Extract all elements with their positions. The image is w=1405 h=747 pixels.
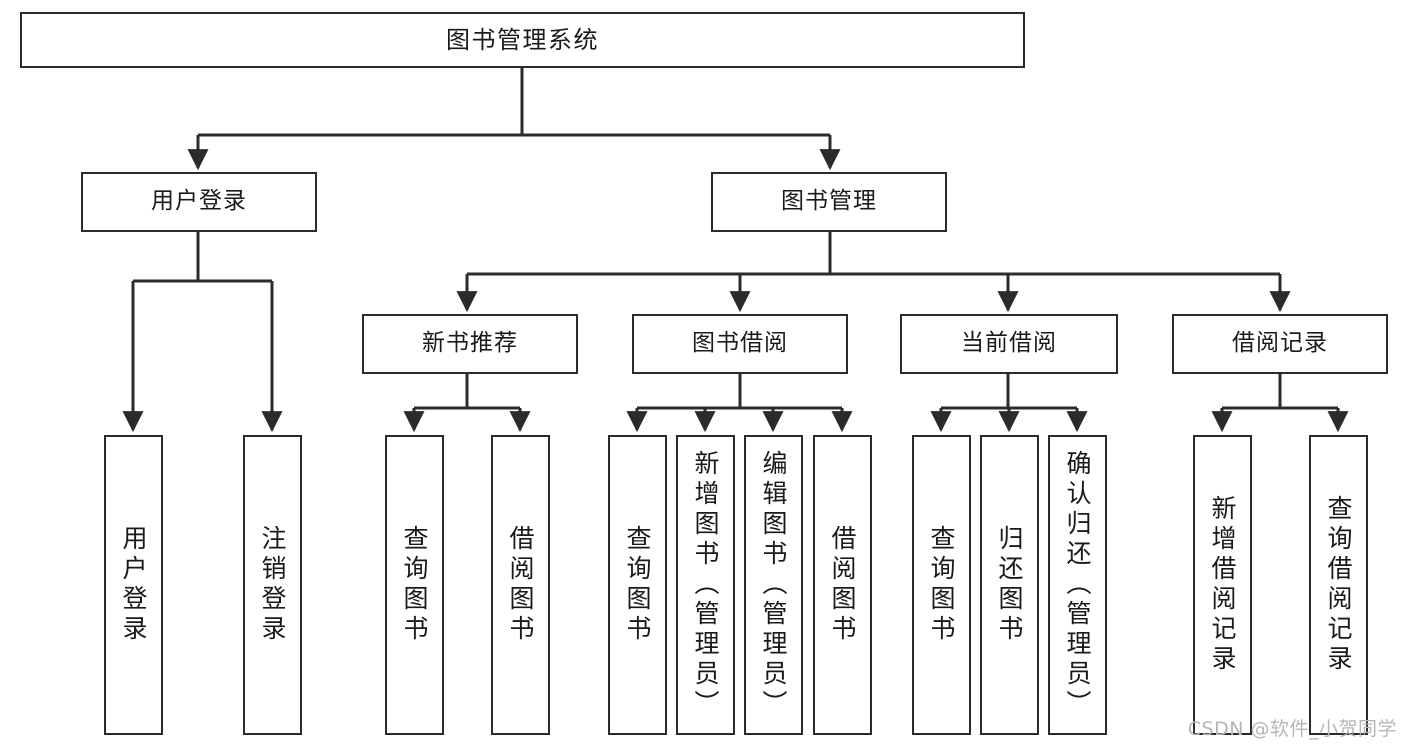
node-book-management-label: 图书管理	[781, 188, 877, 215]
node-leaf-return-book[interactable]: 归还图书	[980, 435, 1039, 735]
node-leaf-borrow-book-2-label: 借阅图书	[828, 525, 857, 645]
node-book-borrow[interactable]: 图书借阅	[632, 314, 848, 374]
node-leaf-add-record-label: 新增借阅记录	[1208, 495, 1237, 675]
node-leaf-user-login[interactable]: 用户登录	[104, 435, 163, 735]
node-book-management[interactable]: 图书管理	[711, 172, 947, 232]
node-leaf-query-record-label: 查询借阅记录	[1324, 495, 1353, 675]
node-root-label: 图书管理系统	[446, 25, 599, 54]
node-leaf-add-record[interactable]: 新增借阅记录	[1193, 435, 1252, 735]
node-leaf-add-book-label: 新增图书（管理员）	[691, 450, 720, 720]
node-leaf-logout[interactable]: 注销登录	[243, 435, 302, 735]
node-user-login[interactable]: 用户登录	[81, 172, 317, 232]
node-leaf-confirm-return-label: 确认归还（管理员）	[1063, 450, 1092, 720]
node-new-book-recommend[interactable]: 新书推荐	[362, 314, 578, 374]
node-leaf-borrow-book-2[interactable]: 借阅图书	[813, 435, 872, 735]
node-leaf-query-book-1[interactable]: 查询图书	[385, 435, 444, 735]
node-leaf-return-book-label: 归还图书	[995, 525, 1024, 645]
node-leaf-query-record[interactable]: 查询借阅记录	[1309, 435, 1368, 735]
node-leaf-confirm-return[interactable]: 确认归还（管理员）	[1048, 435, 1107, 735]
node-borrow-record-label: 借阅记录	[1232, 330, 1328, 357]
node-leaf-query-book-2[interactable]: 查询图书	[608, 435, 667, 735]
node-current-borrow-label: 当前借阅	[961, 330, 1057, 357]
node-leaf-borrow-book-1-label: 借阅图书	[506, 525, 535, 645]
node-book-borrow-label: 图书借阅	[692, 330, 788, 357]
node-leaf-logout-label: 注销登录	[258, 525, 287, 645]
node-leaf-query-book-2-label: 查询图书	[623, 525, 652, 645]
node-leaf-user-login-label: 用户登录	[119, 525, 148, 645]
node-root[interactable]: 图书管理系统	[20, 12, 1025, 68]
node-leaf-query-book-3-label: 查询图书	[927, 525, 956, 645]
node-user-login-label: 用户登录	[151, 188, 247, 215]
node-leaf-query-book-3[interactable]: 查询图书	[912, 435, 971, 735]
node-leaf-edit-book-label: 编辑图书（管理员）	[759, 450, 788, 720]
node-leaf-borrow-book-1[interactable]: 借阅图书	[491, 435, 550, 735]
node-borrow-record[interactable]: 借阅记录	[1172, 314, 1388, 374]
node-leaf-edit-book[interactable]: 编辑图书（管理员）	[744, 435, 803, 735]
node-leaf-query-book-1-label: 查询图书	[400, 525, 429, 645]
node-current-borrow[interactable]: 当前借阅	[900, 314, 1118, 374]
csdn-watermark: CSDN @软件_小贺同学	[1187, 718, 1397, 740]
node-leaf-add-book[interactable]: 新增图书（管理员）	[676, 435, 735, 735]
node-new-book-recommend-label: 新书推荐	[422, 330, 518, 357]
